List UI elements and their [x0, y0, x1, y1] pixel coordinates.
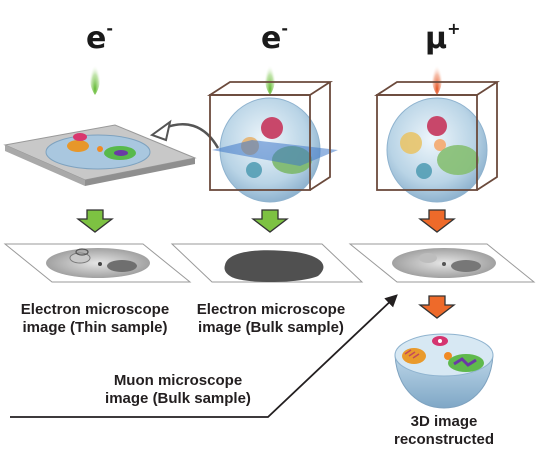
- down-arrow-3: [418, 209, 456, 233]
- label-reconstructed: 3D image reconstructed: [384, 413, 504, 449]
- label-bulk-line2: image (Bulk sample): [198, 319, 344, 336]
- beam-particle-2: e: [261, 21, 282, 56]
- down-arrow-1: [76, 209, 114, 233]
- down-arrow-4: [418, 295, 456, 319]
- label-recon-line2: reconstructed: [393, 431, 495, 448]
- reconstructed-bowl: [394, 333, 494, 409]
- label-muon-line2: image (Bulk sample): [105, 390, 251, 407]
- image-plane-bulk: [170, 243, 364, 283]
- image-plane-muon: [348, 243, 536, 283]
- down-arrow-2: [251, 209, 289, 233]
- leader-line: [10, 294, 398, 418]
- label-thin-line1: Electron microscope: [20, 301, 170, 318]
- beam-charge-2: -: [281, 19, 288, 38]
- bulk-cube-electron: [206, 81, 338, 203]
- beam-particle-3: μ: [425, 21, 448, 56]
- image-plane-thin: [3, 243, 192, 283]
- label-thin-line2: image (Thin sample): [22, 319, 168, 336]
- label-bulk-sample: Electron microscope image (Bulk sample): [186, 301, 356, 337]
- beam-charge-1: -: [106, 19, 113, 38]
- label-muon-image: Muon microscope image (Bulk sample): [88, 372, 268, 408]
- beam-particle-1: e: [86, 21, 107, 56]
- beam-charge-3: +: [447, 19, 461, 38]
- label-recon-line1: 3D image: [410, 413, 478, 430]
- label-thin-sample: Electron microscope image (Thin sample): [10, 301, 180, 337]
- beam-3: [431, 55, 443, 95]
- bulk-cube-muon: [373, 81, 501, 203]
- beam-symbol-electron-2: e-: [261, 14, 288, 54]
- label-muon-line1: Muon microscope: [113, 372, 243, 389]
- beam-2: [264, 55, 276, 95]
- beam-symbol-muon: μ+: [425, 14, 460, 54]
- thin-sample: [3, 124, 197, 186]
- beam-1: [89, 55, 101, 95]
- beam-symbol-electron-1: e-: [86, 14, 113, 54]
- label-bulk-line1: Electron microscope: [196, 301, 346, 318]
